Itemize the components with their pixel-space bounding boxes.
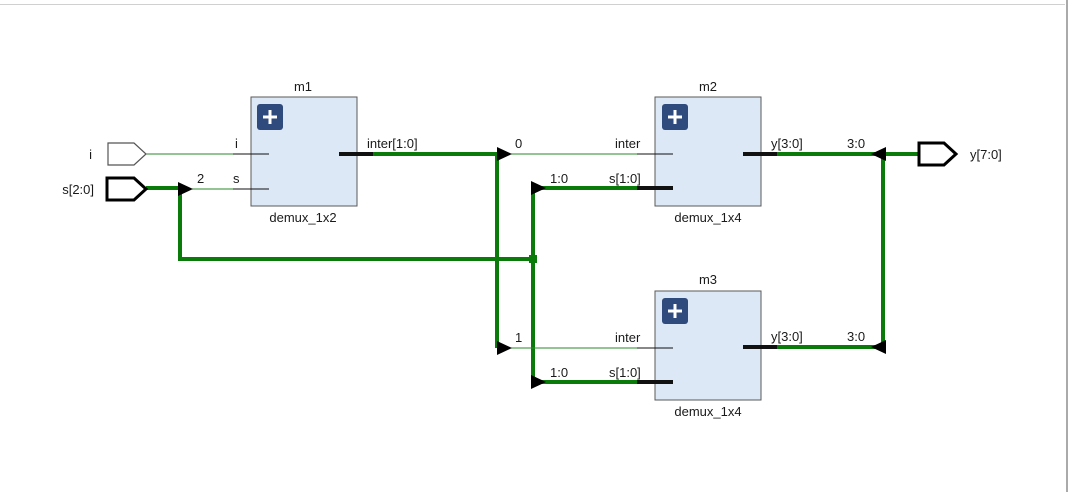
block-m2-type: demux_1x4 [674, 210, 741, 225]
slice-m3-out: 3:0 [847, 329, 865, 344]
ripper-inter-bit1-arrow [497, 341, 512, 355]
ripper-s-bit2-arrow [178, 182, 193, 196]
port-i-label: i [89, 147, 92, 162]
block-m3[interactable]: m3 inter s[1:0] y[3:0] demux_1x4 [609, 272, 803, 419]
block-m3-expand-button[interactable] [662, 298, 688, 324]
plus-icon [263, 110, 277, 124]
ripper-m2-out-arrow [871, 147, 886, 161]
port-y-shape [917, 141, 959, 167]
pin-m3-y-label: y[3:0] [771, 329, 803, 344]
pin-m1-i-label: i [235, 136, 238, 151]
pin-m2-sel-label: s[1:0] [609, 171, 641, 186]
slice-m3-sel: 1:0 [550, 365, 568, 380]
port-i-shape [107, 142, 147, 166]
port-i[interactable]: i [89, 142, 147, 166]
slice-s-bit2: 2 [197, 171, 204, 186]
slice-inter-bit1: 1 [515, 330, 522, 345]
ripper-m3-out-arrow [871, 340, 886, 354]
block-m2-expand-button[interactable] [662, 104, 688, 130]
port-y[interactable]: y[7:0] [917, 141, 1002, 167]
slice-m2-out: 3:0 [847, 136, 865, 151]
pin-m1-inter-label: inter[1:0] [367, 136, 418, 151]
ripper-m2-sel-arrow [531, 181, 546, 195]
block-m1[interactable]: m1 i s inter[1:0] demux_1x2 [233, 79, 418, 225]
block-m2-name: m2 [699, 79, 717, 94]
plus-icon [668, 304, 682, 318]
pin-m3-inter-label: inter [615, 330, 641, 345]
pin-m1-s-label: s [233, 171, 240, 186]
ripper-inter-bit0-arrow [497, 147, 512, 161]
block-m2[interactable]: m2 inter s[1:0] y[3:0] demux_1x4 [609, 79, 803, 225]
pin-m2-y-label: y[3:0] [771, 136, 803, 151]
port-s-shape [105, 176, 149, 202]
ripper-m3-sel-arrow [531, 375, 546, 389]
port-s-label: s[2:0] [62, 182, 94, 197]
slice-inter-bit0: 0 [515, 136, 522, 151]
slice-m2-sel: 1:0 [550, 171, 568, 186]
port-y-label: y[7:0] [970, 147, 1002, 162]
block-m1-name: m1 [294, 79, 312, 94]
block-m3-type: demux_1x4 [674, 404, 741, 419]
plus-icon [668, 110, 682, 124]
block-m3-name: m3 [699, 272, 717, 287]
block-m1-expand-button[interactable] [257, 104, 283, 130]
net-junction [529, 255, 537, 263]
pin-m2-inter-label: inter [615, 136, 641, 151]
port-s[interactable]: s[2:0] [62, 176, 149, 202]
net-s-route[interactable] [178, 188, 533, 261]
block-m1-type: demux_1x2 [269, 210, 336, 225]
pin-m3-sel-label: s[1:0] [609, 365, 641, 380]
